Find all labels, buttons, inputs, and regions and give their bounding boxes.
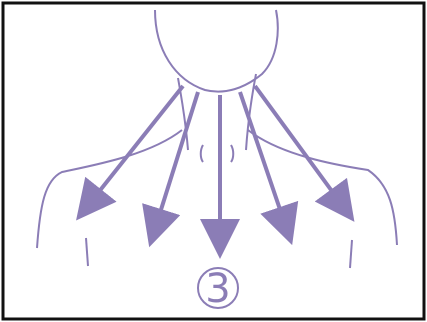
- step-number: 3: [190, 264, 246, 314]
